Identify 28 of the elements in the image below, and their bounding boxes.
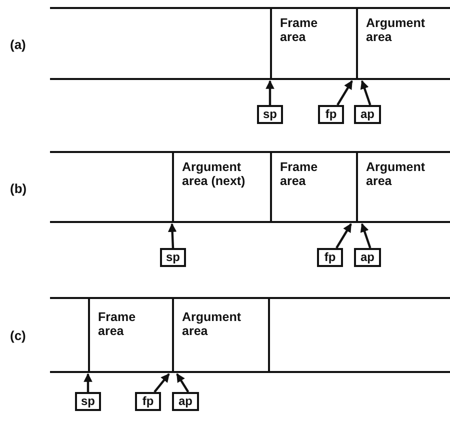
stack-area: Argument area: [172, 298, 270, 372]
pointer-box: sp: [160, 248, 186, 267]
pointer-box: sp: [75, 392, 101, 411]
arrow: [360, 80, 372, 106]
arrow: [176, 373, 190, 393]
panel-label: (c): [10, 328, 26, 343]
pointer-box: fp: [318, 105, 344, 124]
stack-area: Frame area: [270, 8, 356, 79]
panel-label: (a): [10, 37, 26, 52]
pointer-box: ap: [354, 248, 381, 267]
panel-label: (b): [10, 181, 27, 196]
stack-area: Argument area: [356, 152, 450, 222]
arrow: [266, 80, 274, 105]
stack-area: Argument area: [356, 8, 450, 79]
pointer-box: fp: [317, 248, 343, 267]
arrow: [336, 223, 352, 249]
arrow: [168, 223, 177, 248]
arrow: [336, 80, 353, 106]
stack-area: Argument area (next): [172, 152, 270, 222]
stack-area: Frame area: [270, 152, 356, 222]
stack-area: Frame area: [88, 298, 172, 372]
arrow: [84, 373, 92, 392]
pointer-box: ap: [172, 392, 199, 411]
arrow: [360, 223, 372, 248]
pointer-box: ap: [354, 105, 381, 124]
pointer-box: fp: [135, 392, 161, 411]
pointer-box: sp: [257, 105, 283, 124]
arrow: [154, 373, 170, 393]
